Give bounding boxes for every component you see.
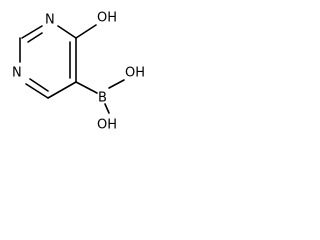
substituent-bonds bbox=[75, 24, 125, 114]
bond-n1-c6 bbox=[57, 25, 77, 39]
atom-label-oh-bottom: OH bbox=[97, 118, 117, 133]
bond-c5-b bbox=[75, 81, 98, 94]
pyrimidine-ring bbox=[19, 25, 77, 99]
atom-label-n-left: N bbox=[12, 66, 22, 81]
atom-labels: N N OH B OH OH bbox=[12, 11, 145, 133]
atom-label-n-top: N bbox=[45, 13, 55, 28]
bond-c4-n3 bbox=[25, 83, 49, 99]
bond-b-oh-bottom bbox=[104, 103, 110, 114]
double-bond-n1-c2 bbox=[27, 32, 43, 43]
bond-n1-c2 bbox=[21, 25, 43, 39]
double-bond-c4-n3 bbox=[29, 78, 49, 92]
atom-label-oh-top: OH bbox=[97, 11, 117, 26]
chemical-structure: N N OH B OH OH bbox=[12, 11, 145, 133]
bond-c6-oh bbox=[75, 24, 97, 39]
bond-b-oh-right bbox=[108, 79, 125, 89]
atom-label-oh-right: OH bbox=[125, 66, 145, 81]
atom-label-boron: B bbox=[98, 91, 107, 106]
bond-c5-c4 bbox=[47, 81, 77, 99]
